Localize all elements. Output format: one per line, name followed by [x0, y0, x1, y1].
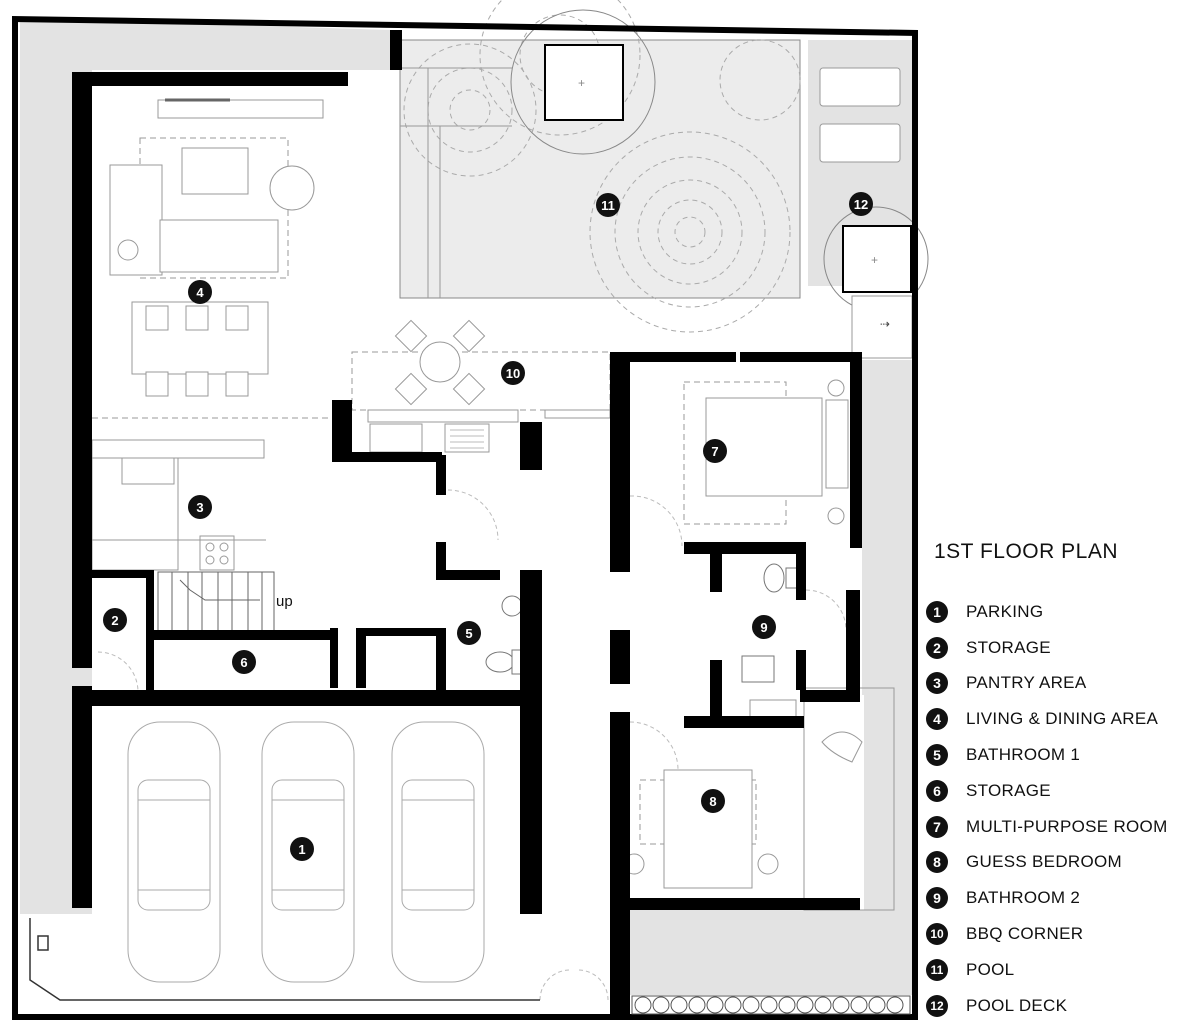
- car: [391, 721, 485, 983]
- room-label: MULTI-PURPOSE ROOM: [966, 816, 1168, 836]
- legend-item: 8 GUESS BEDROOM: [926, 845, 1196, 881]
- legend-item: 10 BBQ CORNER: [926, 916, 1196, 952]
- room-tag-5: 5: [457, 621, 481, 645]
- room-tag-6: 6: [232, 650, 256, 674]
- room-label: PANTRY AREA: [966, 673, 1087, 693]
- room-tag-9: 9: [752, 615, 776, 639]
- svg-text:+: +: [578, 76, 585, 90]
- room-label: LIVING & DINING AREA: [966, 709, 1159, 729]
- svg-text:11: 11: [601, 198, 615, 213]
- sun-lounger: [819, 67, 901, 107]
- parking-cars: [127, 721, 485, 983]
- room-label: POOL DECK: [966, 995, 1068, 1015]
- svg-text:3: 3: [196, 500, 203, 515]
- svg-text:12: 12: [854, 197, 868, 212]
- svg-text:9: 9: [760, 620, 767, 635]
- room-tag-10: 10: [501, 361, 525, 385]
- pool-planter: [544, 44, 624, 121]
- room-tag-8: 8: [701, 789, 725, 813]
- pool-deck: + ⇢: [819, 67, 929, 359]
- room-label: BATHROOM 1: [966, 745, 1081, 765]
- room-number-badge: 6: [926, 779, 948, 802]
- svg-text:8: 8: [709, 794, 716, 809]
- legend-item: 7 MULTI-PURPOSE ROOM: [926, 809, 1196, 845]
- svg-text:⇢: ⇢: [880, 317, 890, 331]
- room-tag-11: 11: [596, 193, 620, 217]
- right-garden-lower: [864, 690, 912, 910]
- right-garden-upper: [862, 360, 912, 695]
- room-number-badge: 9: [926, 887, 948, 910]
- bedroom-furniture: [623, 379, 895, 911]
- room-number-badge: 12: [926, 994, 948, 1017]
- room-tag-4: 4: [188, 280, 212, 304]
- room-tag-12: 12: [849, 192, 873, 216]
- room-label: PARKING: [966, 601, 1044, 621]
- svg-text:10: 10: [506, 366, 520, 381]
- legend-item: 12 POOL DECK: [926, 988, 1196, 1024]
- room-number-badge: 4: [926, 708, 948, 731]
- sun-lounger: [819, 123, 901, 163]
- legend-item: 11 POOL: [926, 952, 1196, 988]
- room-label: GUESS BEDROOM: [966, 852, 1122, 872]
- plan-title: 1ST FLOOR PLAN: [934, 540, 1119, 563]
- room-number-badge: 2: [926, 636, 948, 659]
- legend-item: 4 LIVING & DINING AREA: [926, 701, 1196, 737]
- room-number-badge: 8: [926, 851, 948, 874]
- legend-item: 1 PARKING: [926, 594, 1196, 630]
- planter-row: [631, 995, 911, 1015]
- room-label: BBQ CORNER: [966, 924, 1084, 944]
- svg-text:6: 6: [240, 655, 247, 670]
- landscape-areas: [20, 18, 912, 995]
- stair-up-label: up: [276, 593, 293, 610]
- bottom-garden: [630, 910, 912, 995]
- room-tag-2: 2: [103, 608, 127, 632]
- svg-text:7: 7: [711, 444, 718, 459]
- bbq-furniture: [351, 319, 611, 453]
- room-label: STORAGE: [966, 637, 1051, 657]
- room-number-badge: 3: [926, 672, 948, 695]
- room-label: STORAGE: [966, 780, 1051, 800]
- legend-item: 2 STORAGE: [926, 630, 1196, 666]
- bathroom-fixtures: [485, 563, 799, 683]
- room-number-badge: 1: [926, 600, 948, 623]
- room-number-badge: 7: [926, 815, 948, 838]
- legend-item: 3 PANTRY AREA: [926, 666, 1196, 702]
- svg-text:+: +: [871, 253, 878, 267]
- entrance-gate: [29, 918, 540, 1001]
- stair: [157, 571, 275, 633]
- legend-item: 6 STORAGE: [926, 773, 1196, 809]
- living-furniture: [92, 98, 336, 419]
- svg-text:4: 4: [196, 285, 204, 300]
- room-number-badge: 11: [926, 958, 948, 981]
- room-number-badge: 10: [926, 923, 948, 946]
- legend-item: 9 BATHROOM 2: [926, 880, 1196, 916]
- room-label: POOL: [966, 959, 1015, 979]
- svg-text:5: 5: [465, 626, 472, 641]
- room-number-badge: 5: [926, 744, 948, 767]
- room-label: BATHROOM 2: [966, 888, 1081, 908]
- deck-planter: [842, 225, 912, 293]
- room-tag-3: 3: [188, 495, 212, 519]
- svg-text:1: 1: [298, 842, 305, 857]
- legend-item: 5 BATHROOM 1: [926, 737, 1196, 773]
- room-tag-1: 1: [290, 837, 314, 861]
- car: [127, 721, 221, 983]
- room-tag-7: 7: [703, 439, 727, 463]
- walls: [12, 16, 918, 1020]
- pool-area: +: [399, 0, 801, 333]
- svg-text:2: 2: [111, 613, 118, 628]
- left-garden: [20, 18, 390, 914]
- pantry-furniture: [91, 439, 266, 571]
